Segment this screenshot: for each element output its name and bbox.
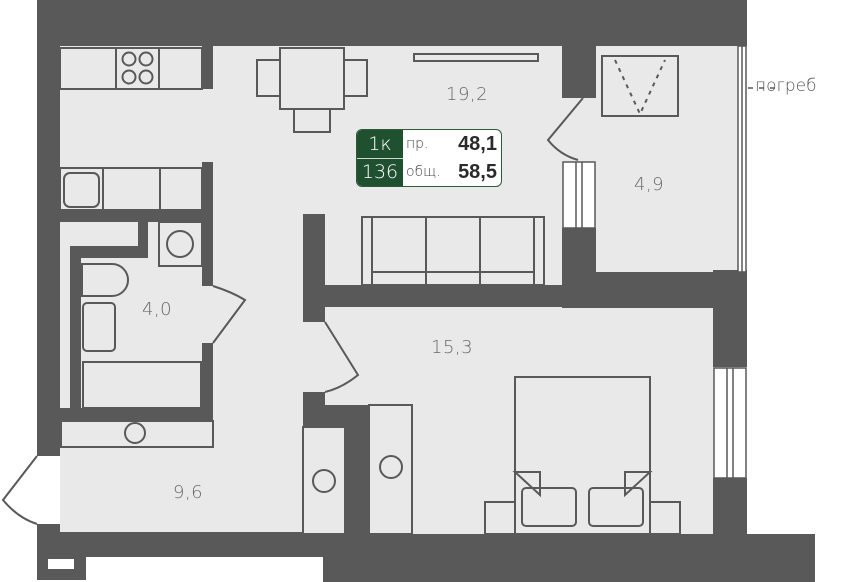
rooms-count: 1к [357,130,403,159]
living-area-value: 48,1 [458,132,497,155]
total-area-label: общ. [406,164,441,180]
area-storage: 4,9 [634,174,665,195]
cellar-note: погреб [755,76,817,96]
area-living-kitchen: 19,2 [446,84,489,105]
area-bathroom: 4,0 [142,299,173,320]
area-hallway: 9,6 [173,482,204,503]
total-area-value: 58,5 [458,160,497,183]
living-area-label: пр. [406,136,429,152]
area-bedroom: 15,3 [431,337,474,358]
apartment-badge: 1к 136 пр. 48,1 общ. 58,5 [356,129,502,187]
apartment-number: 136 [361,161,399,184]
